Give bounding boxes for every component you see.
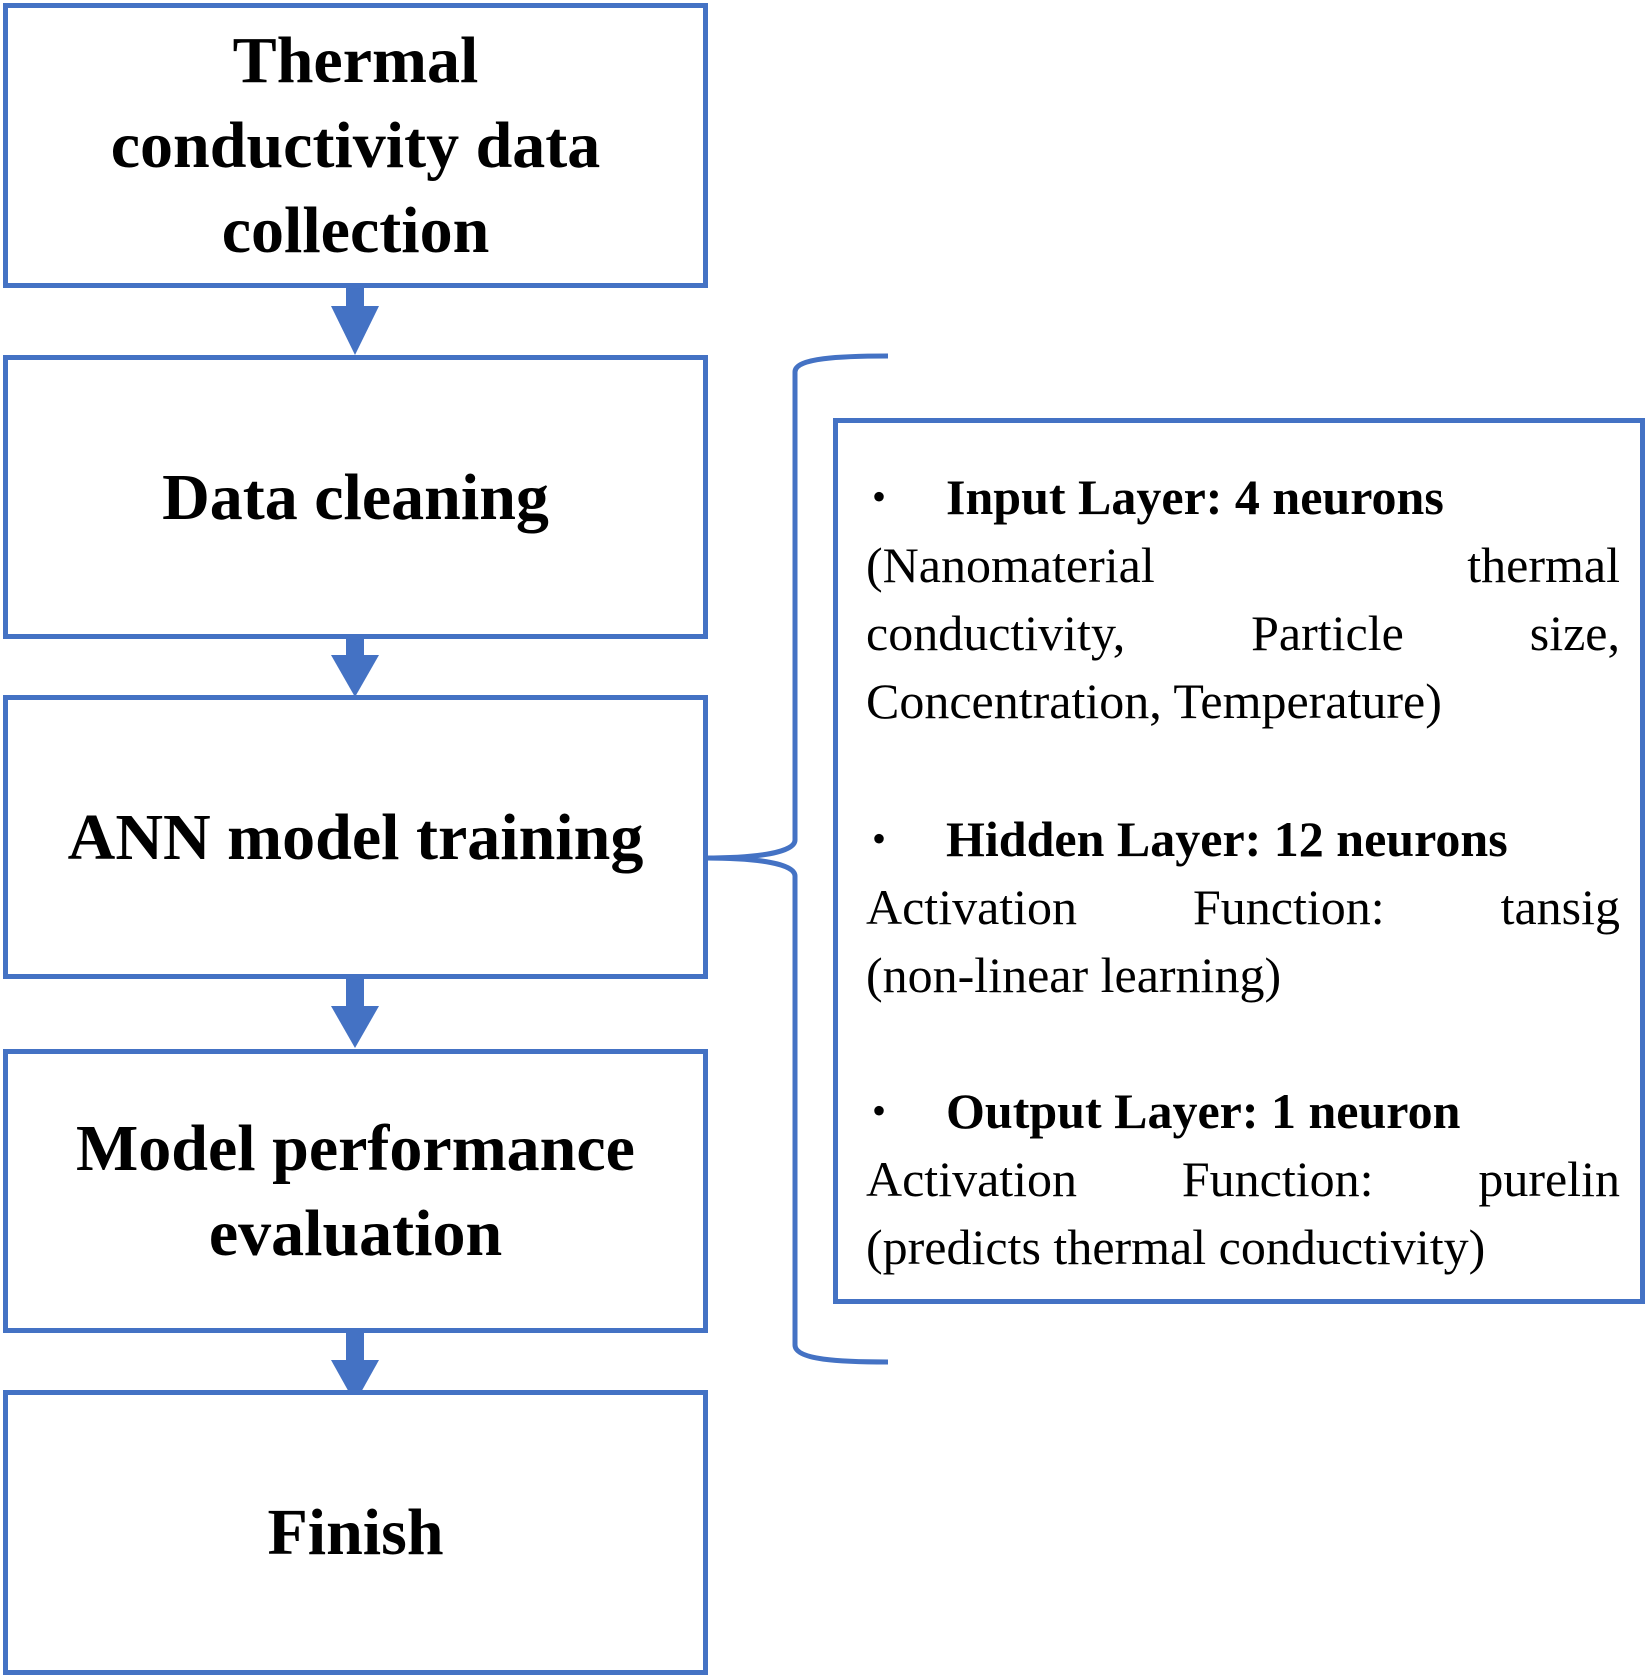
input-layer-line-1: (Nanomaterial thermal: [866, 531, 1620, 599]
input-layer-word: thermal: [1467, 537, 1620, 593]
hidden-layer-block: • Hidden Layer: 12 neurons Activation Fun…: [866, 805, 1620, 1009]
output-layer-block: • Output Layer: 1 neuron Activation Funct…: [866, 1077, 1620, 1281]
flow-step-label: Finish: [267, 1496, 444, 1569]
output-layer-word: Activation: [866, 1151, 1078, 1207]
arrow-cleaning-to-training: [331, 636, 379, 697]
input-layer-title-row: • Input Layer: 4 neurons: [866, 463, 1620, 531]
hidden-layer-line-1: Activation Function: tansig: [866, 873, 1620, 941]
flow-step-label: Model performance evaluation: [76, 1112, 635, 1270]
bullet-icon: •: [872, 1088, 887, 1133]
hidden-layer-title-row: • Hidden Layer: 12 neurons: [866, 805, 1620, 873]
input-layer-block: • Input Layer: 4 neurons (Nanomaterial th…: [866, 463, 1620, 735]
input-layer-word: (Nanomaterial: [866, 537, 1155, 593]
arrow-evaluation-to-finish: [331, 1331, 379, 1403]
input-layer-word: conductivity,: [866, 605, 1126, 661]
arrow-training-to-evaluation: [331, 977, 379, 1048]
ann-details-panel: • Input Layer: 4 neurons (Nanomaterial th…: [833, 418, 1645, 1304]
output-layer-word: purelin: [1478, 1151, 1620, 1207]
input-layer-line-3: Concentration, Temperature): [866, 673, 1442, 729]
bullet-icon: •: [872, 474, 887, 519]
input-layer-line-2: conductivity, Particle size,: [866, 599, 1620, 667]
input-layer-word: size,: [1529, 605, 1620, 661]
output-layer-line-1: Activation Function: purelin: [866, 1145, 1620, 1213]
flow-step-label: Thermal conductivity data collection: [110, 24, 601, 267]
output-layer-title-row: • Output Layer: 1 neuron: [866, 1077, 1620, 1145]
output-layer-title: Output Layer: 1 neuron: [946, 1083, 1461, 1139]
hidden-layer-word: Function:: [1192, 879, 1385, 935]
output-layer-word: Function:: [1181, 1151, 1374, 1207]
hidden-layer-word: tansig: [1500, 879, 1620, 935]
hidden-layer-word: Activation: [866, 879, 1078, 935]
flow-step-data-cleaning: Data cleaning: [3, 355, 708, 639]
flow-step-ann-training: ANN model training: [3, 695, 708, 979]
hidden-layer-title: Hidden Layer: 12 neurons: [946, 811, 1508, 867]
flow-step-label: Data cleaning: [162, 460, 549, 534]
output-layer-line-2: (predicts thermal conductivity): [866, 1219, 1486, 1275]
input-layer-word: Particle: [1251, 605, 1404, 661]
flow-step-model-evaluation: Model performance evaluation: [3, 1049, 708, 1333]
flow-step-finish: Finish: [3, 1390, 708, 1675]
flow-step-label: ANN model training: [67, 800, 644, 874]
flow-step-data-collection: Thermal conductivity data collection: [3, 3, 708, 288]
bullet-icon: •: [872, 816, 887, 861]
hidden-layer-line-2: (non-linear learning): [866, 947, 1282, 1003]
input-layer-title: Input Layer: 4 neurons: [946, 469, 1444, 525]
arrow-collection-to-cleaning: [331, 285, 379, 355]
